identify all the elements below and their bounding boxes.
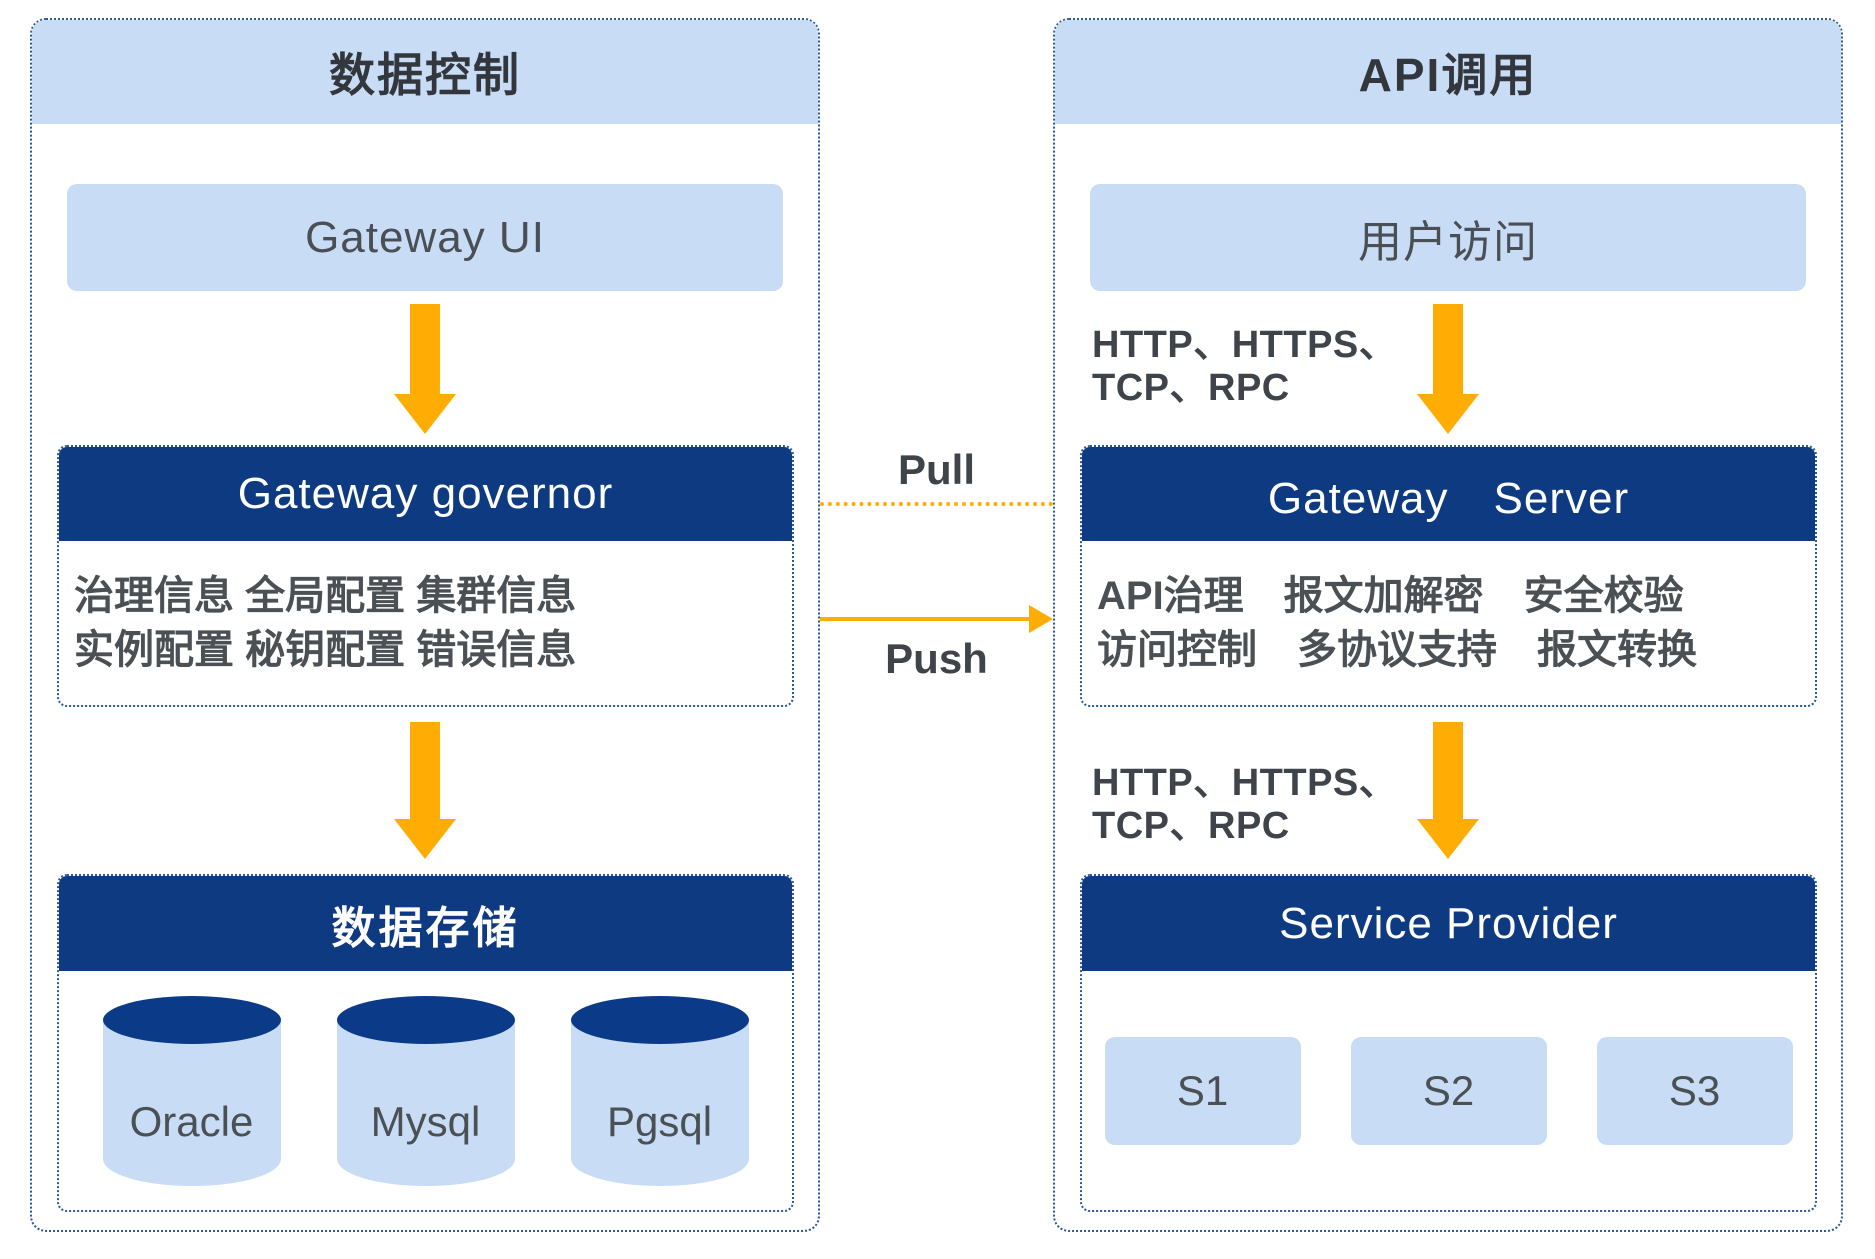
gateway-governor-header: Gateway governor (59, 447, 792, 541)
pull-label: Pull (897, 446, 975, 493)
gateway-server-body: API治理 报文加解密 安全校验 访问控制 多协议支持 报文转换 (1082, 541, 1815, 705)
database-cylinder-icon: Mysql (336, 995, 515, 1186)
database-label-mysql: Mysql (370, 1097, 481, 1145)
server-items-line1: API治理 报文加解密 安全校验 (1097, 574, 1684, 618)
database-label-pgsql: Pgsql (606, 1097, 713, 1145)
service-box-s2: S2 (1350, 1036, 1547, 1145)
gateway-server-header: Gateway Server (1082, 447, 1815, 541)
gateway-ui-box: Gateway UI (67, 184, 783, 291)
protocols-bottom-line1: HTTP、HTTPS、 (1092, 762, 1398, 804)
gateway-governor-box: Gateway governor 治理信息 全局配置 集群信息 实例配置 秘钥配… (57, 445, 794, 707)
api-call-panel-header: API调用 (1055, 20, 1841, 124)
data-control-panel-header: 数据控制 (32, 20, 818, 124)
data-storage-box: 数据存储 Oracle Mysql Pgsql (57, 874, 794, 1212)
database-cylinder-icon: Pgsql (570, 995, 749, 1186)
governor-items-line1: 治理信息 全局配置 集群信息 (74, 574, 577, 618)
protocols-top-line2: TCP、RPC (1092, 367, 1290, 409)
protocols-label-bottom: HTTP、HTTPS、 TCP、RPC (1092, 762, 1397, 848)
panel-connectors: Pull Push (820, 18, 1053, 738)
user-access-label: 用户访问 (1358, 217, 1538, 267)
service-provider-title: Service Provider (1279, 898, 1618, 948)
user-access-box: 用户访问 (1090, 184, 1806, 291)
service-box-s1: S1 (1104, 1036, 1301, 1145)
database-cylinder-icon: Oracle (102, 995, 281, 1186)
database-label-oracle: Oracle (129, 1097, 254, 1145)
service-provider-body: S1 S2 S3 (1082, 971, 1815, 1210)
down-arrow-icon (394, 722, 456, 859)
data-control-panel: 数据控制 Gateway UI Gateway governor 治理信息 全局… (30, 18, 820, 1232)
service-provider-box: Service Provider S1 S2 S3 (1080, 874, 1817, 1212)
protocols-top-line1: HTTP、HTTPS、 (1092, 324, 1398, 366)
protocols-bottom-line2: TCP、RPC (1092, 805, 1290, 847)
protocols-label-top: HTTP、HTTPS、 TCP、RPC (1092, 324, 1397, 410)
pull-dotted-line (820, 502, 1053, 506)
down-arrow-icon (1417, 304, 1479, 434)
push-arrow-line (820, 617, 1031, 621)
api-call-title: API调用 (1358, 49, 1538, 101)
gateway-governor-body: 治理信息 全局配置 集群信息 实例配置 秘钥配置 错误信息 (59, 541, 792, 705)
gateway-governor-title: Gateway governor (237, 469, 614, 518)
service-box-s3: S3 (1596, 1036, 1793, 1145)
governor-items-line2: 实例配置 秘钥配置 错误信息 (74, 628, 577, 672)
gateway-server-box: Gateway Server API治理 报文加解密 安全校验 访问控制 多协议… (1080, 445, 1817, 707)
api-call-panel: API调用 用户访问 HTTP、HTTPS、 TCP、RPC Gateway S… (1053, 18, 1843, 1232)
down-arrow-icon (394, 304, 456, 434)
data-storage-header: 数据存储 (59, 876, 792, 971)
push-arrowhead-icon (1029, 605, 1053, 633)
service-provider-header: Service Provider (1082, 876, 1815, 971)
data-storage-title: 数据存储 (331, 903, 520, 953)
gateway-server-title: Gateway Server (1267, 474, 1630, 523)
gateway-ui-label: Gateway UI (305, 212, 545, 262)
down-arrow-icon (1417, 722, 1479, 859)
server-items-line2: 访问控制 多协议支持 报文转换 (1097, 628, 1697, 672)
push-label: Push (885, 635, 988, 682)
data-control-title: 数据控制 (329, 49, 521, 101)
data-storage-body: Oracle Mysql Pgsql (59, 971, 792, 1210)
